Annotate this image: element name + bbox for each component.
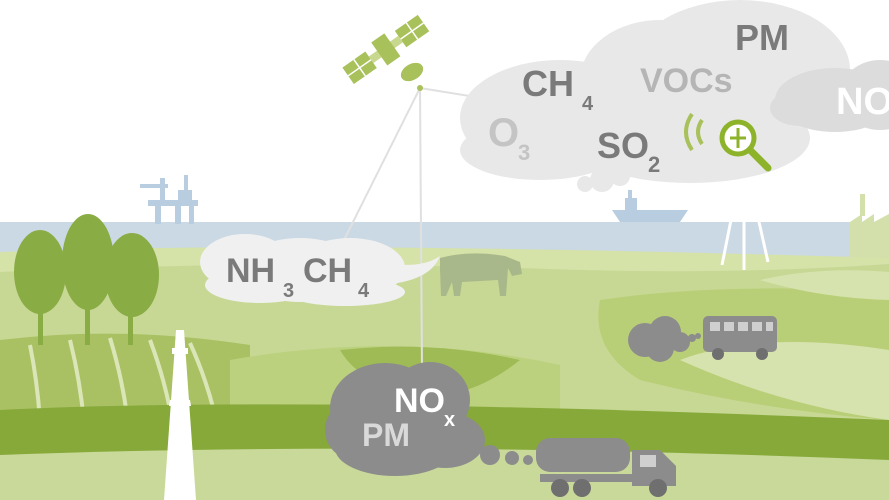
label-o3-sub: 3 <box>518 140 530 165</box>
truck-icon <box>536 438 676 497</box>
field-right-lane <box>760 270 889 300</box>
signal-waves-icon <box>684 112 704 152</box>
label-nh3: NH 3 <box>226 252 294 302</box>
label-so2-sub: 2 <box>648 152 660 177</box>
label-nox-ground-sub: x <box>444 409 455 431</box>
bus-exhaust-cloud <box>628 316 701 362</box>
label-ch4-field-main: CH <box>303 252 352 290</box>
label-nh3-main: NH <box>226 252 275 290</box>
ship-icon <box>612 190 688 222</box>
label-ch4-upper-sub: 4 <box>582 93 594 115</box>
label-so2: SO 2 <box>597 125 660 177</box>
label-nox-ground: NO x <box>394 382 455 431</box>
field-right-stripe <box>680 342 889 420</box>
upper-cloud-right <box>770 60 889 132</box>
field-cloud <box>200 234 440 306</box>
factory-icon <box>850 194 889 262</box>
label-pm-ground: PM <box>362 417 410 453</box>
label-vocs: VOCs <box>640 62 733 100</box>
tree-group <box>14 214 159 345</box>
label-ch4-upper: CH 4 <box>522 63 594 115</box>
measurement-tower-icon <box>164 330 196 500</box>
label-nh3-sub: 3 <box>283 280 294 302</box>
label-nox-partial: NO <box>836 81 889 123</box>
label-o3: O 3 <box>488 111 530 165</box>
satellite-icon <box>342 14 430 91</box>
smoke-trail <box>577 166 630 192</box>
bus-icon <box>703 316 777 360</box>
label-nox-ground-main: NO <box>394 382 445 420</box>
magnifier-icon <box>719 119 772 172</box>
tree-icon <box>14 230 66 345</box>
ground-cloud <box>325 362 533 476</box>
tree-icon <box>62 214 114 345</box>
oil-platform-icon <box>140 175 198 224</box>
label-pm-upper: PM <box>735 17 789 58</box>
label-ch4-field: CH 4 <box>303 252 370 302</box>
label-o3-main: O <box>488 111 519 155</box>
tree-icon <box>105 233 159 345</box>
label-so2-main: SO <box>597 125 649 166</box>
label-ch4-field-sub: 4 <box>358 280 370 302</box>
upper-cloud <box>460 0 850 183</box>
cow-icon <box>440 253 522 296</box>
label-ch4-upper-main: CH <box>522 63 574 104</box>
